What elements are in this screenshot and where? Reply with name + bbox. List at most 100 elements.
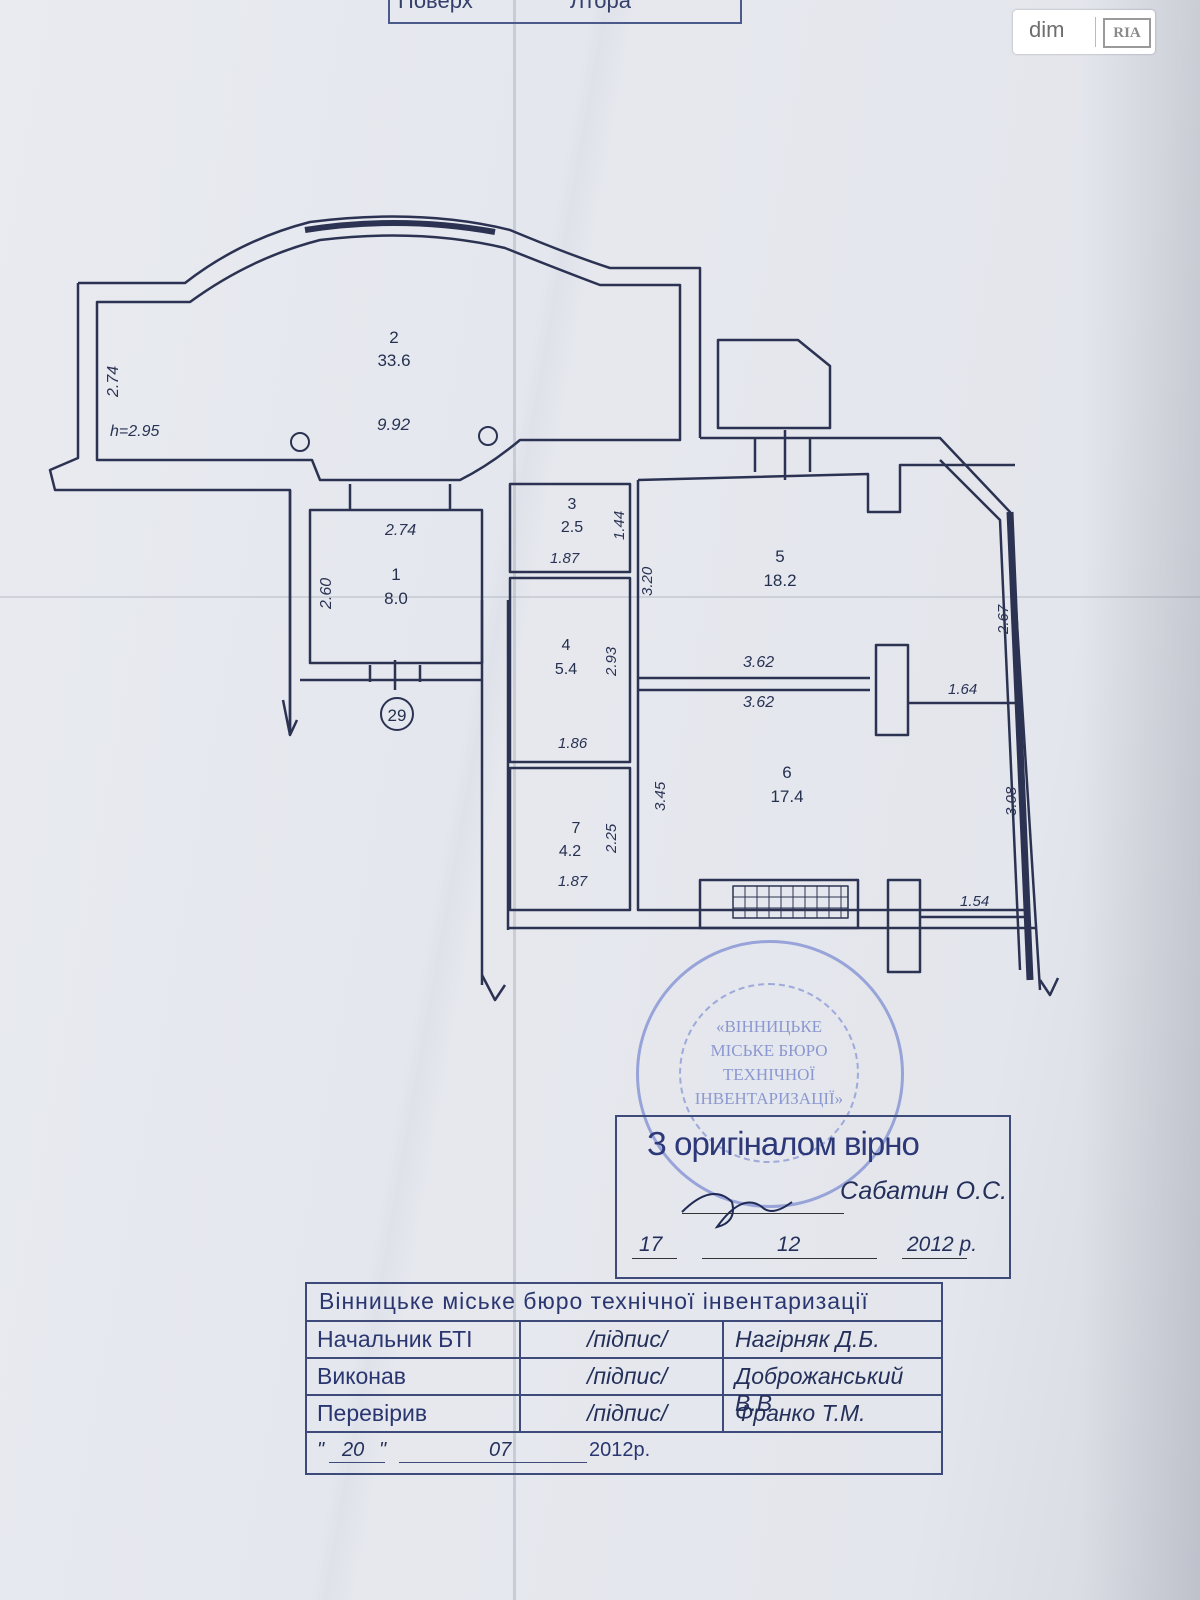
paper-fold-vertical: [513, 0, 516, 1600]
dim-r4-right: 2.93: [603, 646, 620, 677]
central-wall: [480, 600, 510, 985]
logo-divider: [1095, 17, 1096, 47]
dim-ria-logo[interactable]: dim RIA: [1013, 10, 1155, 54]
table-rule: [307, 1320, 941, 1322]
dim-r5-left: 3.20: [639, 566, 656, 596]
room-6-area: 17.4: [770, 787, 803, 806]
dim-r2-left: 2.74: [105, 366, 122, 398]
role-executor: Виконав: [317, 1363, 407, 1389]
seal-line-2: МІСЬКЕ БЮРО: [710, 1041, 828, 1060]
role-head: Начальник БТІ: [317, 1326, 473, 1352]
signature-executor: /підпис/: [587, 1363, 668, 1389]
certification-year: 2012 р.: [907, 1233, 978, 1256]
paper-fold-horizontal: [0, 596, 1200, 598]
apartment-number: 29: [388, 706, 407, 725]
seal-inner-ring: [679, 983, 859, 1163]
room-7-area: 4.2: [559, 843, 581, 860]
bti-table-title: Вінницьке міське бюро технічної інвентар…: [319, 1288, 869, 1314]
name-head: Нагірняк Д.Б.: [735, 1326, 880, 1352]
signature-line: [682, 1213, 844, 1214]
break-mark-left: [281, 699, 299, 737]
date-underline: [399, 1462, 587, 1463]
signature-checker: /підпис/: [587, 1400, 668, 1426]
certification-title: З оригіналом вірно: [647, 1125, 920, 1162]
room-3-area: 2.5: [561, 519, 583, 536]
break-mark-right: [1038, 977, 1060, 997]
dim-r3-right: 1.44: [611, 511, 628, 540]
bti-date-month: 07: [489, 1439, 512, 1461]
corridor-wall: [700, 436, 1042, 991]
room-7-outline: [508, 766, 632, 912]
seal-line-3: ТЕХНІЧНОЇ: [722, 1065, 816, 1084]
room-6-outline: [636, 480, 1025, 912]
stair-block: [716, 338, 832, 430]
name-checker: Франко Т.М.: [735, 1400, 866, 1426]
bti-table: Вінницьке міське бюро технічної інвентар…: [305, 1282, 943, 1475]
room-2-number: 2: [389, 328, 398, 347]
official-seal: «ВІННИЦЬКЕ МІСЬКЕ БЮРО ТЕХНІЧНОЇ ІНВЕНТА…: [636, 940, 904, 1208]
room-6-number: 6: [782, 763, 791, 782]
dim-r1-left: 2.60: [318, 578, 335, 610]
table-rule: [307, 1357, 941, 1359]
year-underline: [902, 1258, 967, 1259]
dim-r1-top: 2.74: [384, 522, 416, 539]
room-2-outline: [78, 215, 702, 438]
dim-r6-top: 3.62: [743, 694, 774, 711]
page-shadow: [1080, 0, 1200, 1600]
room-1-number: 1: [391, 565, 400, 584]
room-1-outer: [288, 490, 482, 735]
room-2-inner: [95, 234, 682, 482]
room-5-area: 18.2: [763, 571, 796, 590]
table-rule: [307, 1431, 941, 1433]
signature-mark: [681, 1193, 793, 1229]
exterior-wall-left: [48, 283, 292, 735]
date-open-quote: ": [317, 1439, 325, 1461]
door-mark-3: [753, 430, 812, 480]
window-arc: [304, 220, 496, 235]
table-rule: [307, 1394, 941, 1396]
seal-line-1: «ВІННИЦЬКЕ: [715, 1017, 823, 1036]
dim-r6-right: 3.08: [1003, 786, 1020, 816]
dim-r2-width: 9.92: [377, 415, 411, 434]
logo-badge: RIA: [1103, 18, 1151, 48]
certification-box: З оригіналом вірно Сабатин О.С. 17 12 20…: [615, 1115, 1011, 1279]
room-7-number: 7: [572, 820, 581, 837]
column-left: [290, 432, 310, 452]
room-5-number: 5: [775, 547, 784, 566]
role-checker: Перевірив: [317, 1400, 428, 1426]
corridor-inner: [939, 459, 1022, 971]
door-mark-1: [348, 484, 452, 510]
dim-r5-bottom: 3.62: [743, 654, 774, 671]
room-3-outline: [508, 482, 632, 574]
dim-balcony-upper: 1.64: [948, 681, 977, 698]
column-right: [478, 426, 498, 446]
bti-date-year: 2012р.: [589, 1439, 651, 1461]
room-5-6-partition: [638, 676, 870, 692]
bti-date-day: 20: [342, 1439, 365, 1461]
date-underline: [329, 1462, 385, 1463]
room-2-area: 33.6: [377, 351, 410, 370]
dim-r7-right: 2.25: [603, 823, 620, 854]
dim-r5-right: 2.67: [995, 604, 1012, 635]
day-underline: [632, 1258, 677, 1259]
room-4-outline: [508, 576, 632, 764]
seal-line-4: ІНВЕНТАРИЗАЦІЇ»: [694, 1089, 844, 1108]
room-4-number: 4: [562, 637, 571, 654]
certification-signer: Сабатин О.С.: [840, 1177, 1008, 1205]
dim-r4-bottom: 1.86: [558, 735, 588, 752]
break-mark-center: [480, 974, 507, 1002]
pillar-upper: [874, 643, 910, 737]
dim-r3-bottom: 1.87: [550, 550, 580, 567]
table-column-rule: [519, 1320, 521, 1431]
certification-day: 17: [639, 1233, 663, 1256]
signature-head: /підпис/: [587, 1326, 668, 1352]
room-1-area: 8.0: [384, 589, 408, 608]
dim-balcony-lower: 1.54: [960, 893, 989, 910]
door-mark-2: [368, 660, 422, 690]
month-underline: [702, 1258, 877, 1259]
radiator-hatch: [733, 886, 848, 918]
room-4-area: 5.4: [555, 661, 577, 678]
certification-month: 12: [777, 1233, 801, 1256]
